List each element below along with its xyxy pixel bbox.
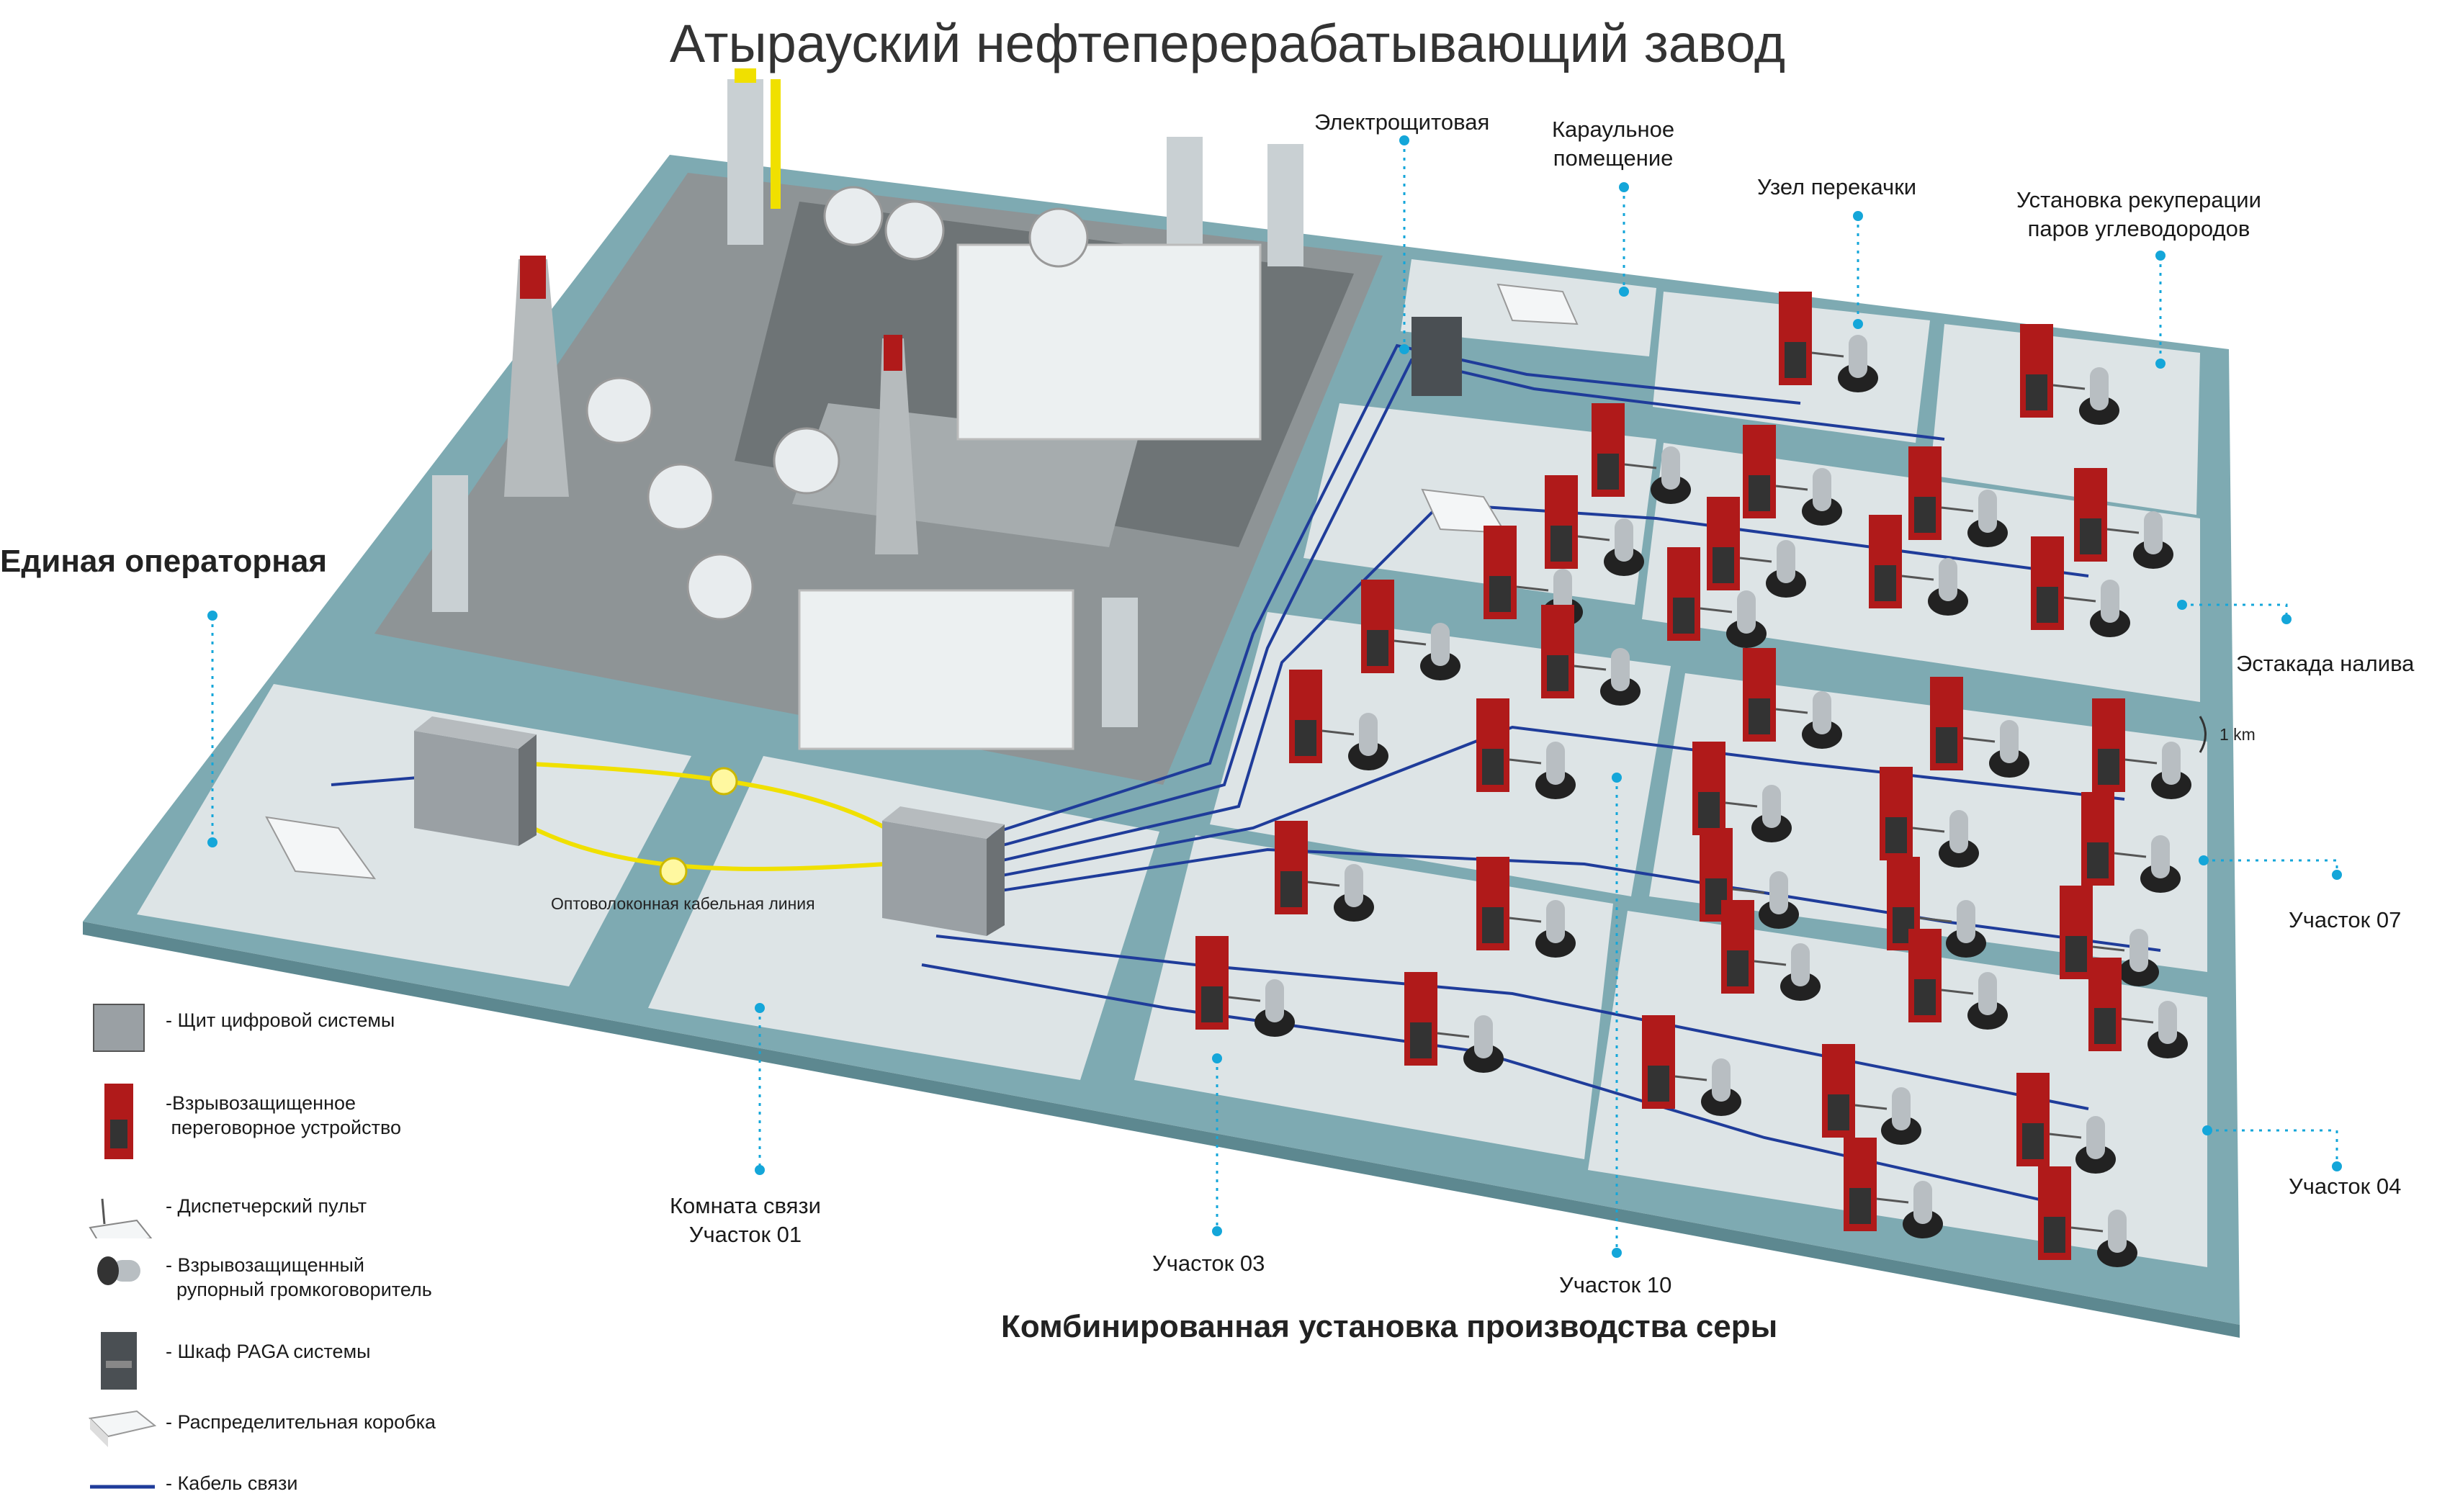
field-device-4 bbox=[1743, 425, 1842, 526]
field-device-6 bbox=[2074, 468, 2173, 569]
pad-recovery bbox=[1930, 324, 2200, 515]
field-device-18 bbox=[1289, 670, 1388, 770]
field-device-32 bbox=[1404, 972, 1504, 1073]
label-operator-room: Единая операторная bbox=[0, 544, 327, 579]
field-device-35 bbox=[2016, 1073, 2116, 1174]
label-distance: 1 km bbox=[2220, 725, 2256, 744]
field-device-2 bbox=[2020, 324, 2119, 425]
pointer-dots bbox=[207, 135, 2342, 1258]
label-loading-rack: Эстакада налива bbox=[2236, 651, 2415, 676]
page-title: Атырауский нефтеперерабатывающий завод bbox=[669, 14, 1786, 73]
field-device-34 bbox=[1822, 1044, 1921, 1145]
junction-box-icon bbox=[86, 1404, 158, 1447]
field-device-1 bbox=[1779, 292, 1878, 392]
dispatcher-console-operator bbox=[265, 816, 377, 880]
label-sulfur-unit: Комбинированная установка производства с… bbox=[1001, 1309, 1778, 1344]
label-guard-room: Караульное помещение bbox=[1552, 117, 1675, 171]
field-device-12 bbox=[1667, 547, 1767, 648]
field-device-37 bbox=[2038, 1166, 2137, 1267]
legend-label: - Взрывозащищенный рупорный громкоговори… bbox=[166, 1254, 432, 1300]
dispatcher-console-guard bbox=[1496, 283, 1579, 325]
pad-estakada bbox=[1642, 443, 2200, 702]
field-device-16 bbox=[1930, 677, 2029, 778]
field-device-23 bbox=[1700, 828, 1799, 929]
legend-label: - Распределительная коробка bbox=[166, 1411, 436, 1433]
field-device-33 bbox=[1642, 1015, 1741, 1116]
field-device-36 bbox=[1844, 1138, 1943, 1238]
field-device-7 bbox=[1545, 475, 1644, 576]
fiber-coupler-2 bbox=[659, 857, 688, 886]
digital-panel-icon bbox=[86, 1001, 158, 1066]
field-device-19 bbox=[1476, 698, 1576, 799]
label-section-10: Участок 10 bbox=[1559, 1272, 1672, 1297]
field-device-26 bbox=[1275, 821, 1374, 922]
field-device-14 bbox=[1541, 605, 1641, 706]
field-device-15 bbox=[1743, 648, 1842, 749]
field-device-30 bbox=[2088, 958, 2188, 1058]
field-device-22 bbox=[2081, 792, 2181, 893]
legend-label: - Диспетчерский пульт bbox=[166, 1195, 367, 1217]
paga-cabinet-electro bbox=[1411, 317, 1462, 396]
label-vapor-recovery: Установка рекуперации паров углеводородо… bbox=[2016, 187, 2261, 241]
field-device-8 bbox=[1707, 497, 1806, 598]
legend-label: - Кабель связи bbox=[166, 1472, 298, 1494]
field-device-3 bbox=[1592, 403, 1691, 504]
horn-speaker-icon bbox=[86, 1246, 158, 1307]
cable-icon bbox=[86, 1465, 158, 1508]
field-device-10 bbox=[2031, 536, 2130, 637]
digital-panel-comm bbox=[882, 806, 1005, 936]
paga-cabinet-icon bbox=[86, 1332, 158, 1397]
field-device-21 bbox=[1880, 767, 1979, 868]
label-comm-room: Комната связи Участок 01 bbox=[670, 1193, 821, 1247]
distance-marker bbox=[2199, 716, 2207, 753]
intercom-icon bbox=[86, 1084, 158, 1170]
legend-label: - Щит цифровой системы bbox=[166, 1009, 395, 1031]
field-device-28 bbox=[1721, 900, 1821, 1001]
label-electrical-room: Электрощитовая bbox=[1314, 109, 1490, 135]
field-device-25 bbox=[2060, 886, 2159, 986]
field-device-31 bbox=[1195, 936, 1295, 1037]
digital-panel-operator bbox=[414, 716, 537, 846]
field-devices bbox=[1195, 292, 2191, 1267]
label-pump-node: Узел перекачки bbox=[1757, 174, 1917, 199]
platform-edge bbox=[83, 922, 2240, 1338]
label-section-03: Участок 03 bbox=[1152, 1251, 1265, 1276]
label-section-07: Участок 07 bbox=[2289, 907, 2402, 932]
pad-operator bbox=[137, 684, 691, 986]
dispatcher-console-icon bbox=[86, 1188, 158, 1247]
field-device-5 bbox=[1908, 446, 2008, 547]
label-section-04: Участок 04 bbox=[2289, 1174, 2402, 1199]
field-device-27 bbox=[1476, 857, 1576, 958]
refinery-equipment bbox=[432, 68, 1303, 750]
field-device-13 bbox=[1361, 580, 1460, 680]
field-device-20 bbox=[1692, 742, 1792, 842]
legend-label: - Шкаф PAGA системы bbox=[166, 1341, 371, 1362]
field-device-29 bbox=[1908, 929, 2008, 1030]
fiber-coupler-1 bbox=[709, 767, 738, 796]
legend-label: -Взрывозащищенное переговорное устройств… bbox=[166, 1092, 402, 1138]
label-fiber-line: Оптоволоконная кабельная линия bbox=[551, 894, 815, 913]
field-device-9 bbox=[1869, 515, 1968, 616]
field-device-17 bbox=[2092, 698, 2191, 799]
